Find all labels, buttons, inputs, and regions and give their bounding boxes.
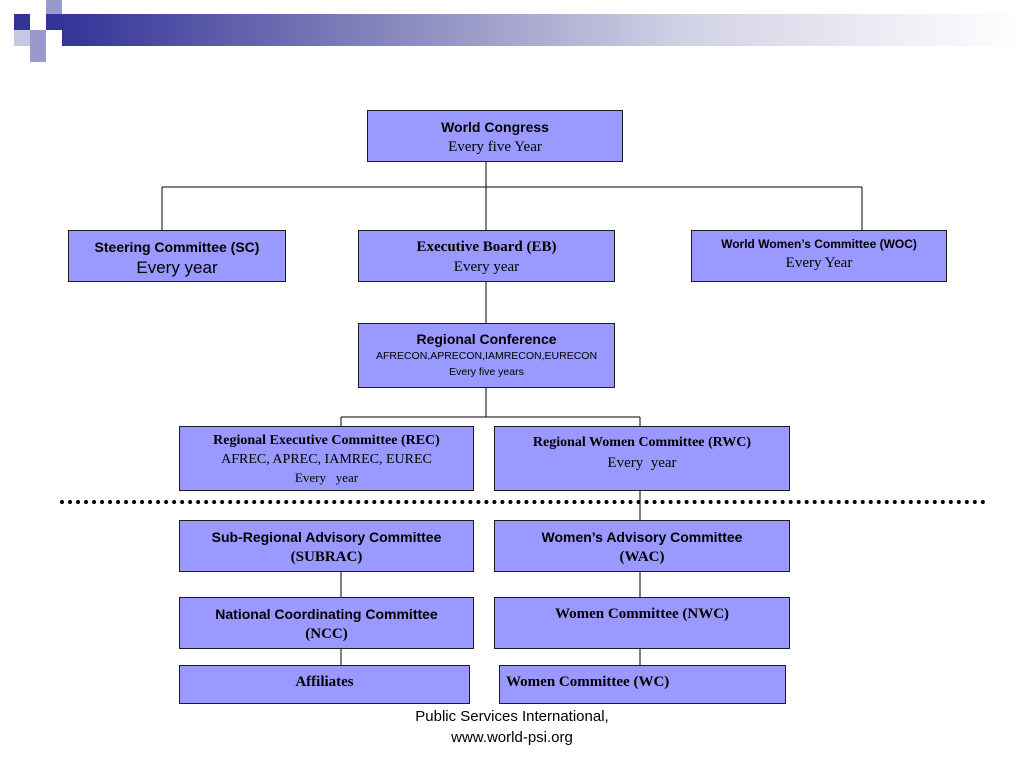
box-title: World Women’s Committee (WOC) (721, 237, 917, 251)
footer-website: www.world-psi.org (451, 729, 573, 746)
box-members: AFREC, APREC, IAMREC, EUREC (221, 452, 432, 467)
ncc-box: National Coordinating Committee (NCC) (179, 597, 474, 649)
deco-square-lavender (14, 30, 30, 46)
box-frequency: Every year (453, 259, 520, 275)
deco-square-navy (46, 14, 62, 30)
footer-organization: Public Services International, (415, 708, 609, 725)
box-title: Women Committee (NWC) (554, 606, 730, 622)
regional-executive-committee-box: Regional Executive Committee (REC) AFREC… (179, 426, 474, 491)
box-title: Women Committee (WC) (506, 674, 670, 690)
box-frequency: Every Year (785, 255, 853, 271)
box-title: Regional Women Committee (RWC) (532, 435, 752, 450)
world-congress-box: World Congress Every five Year (367, 110, 623, 162)
box-title: Regional Conference (416, 331, 557, 347)
slide-footer: Public Services International, www.world… (0, 706, 1024, 748)
box-title: Executive Board (EB) (416, 239, 557, 255)
box-title: Regional Executive Committee (REC) (213, 433, 440, 448)
box-title: Sub-Regional Advisory Committee (211, 529, 442, 545)
box-title: National Coordinating Committee (215, 606, 438, 622)
steering-committee-box: Steering Committee (SC) Every year (68, 230, 286, 282)
box-abbreviation: (WAC) (619, 549, 665, 565)
deco-square-lavender (30, 46, 46, 62)
nwc-box: Women Committee (NWC) (494, 597, 790, 649)
regional-women-committee-box: Regional Women Committee (RWC) Every yea… (494, 426, 790, 491)
box-members: AFRECON,APRECON,IAMRECON,EURECON (375, 350, 598, 362)
deco-square-lavender (46, 0, 62, 14)
subrac-box: Sub-Regional Advisory Committee (SUBRAC) (179, 520, 474, 572)
box-title: Steering Committee (SC) (94, 239, 260, 255)
box-title: Affiliates (295, 674, 354, 690)
deco-square-navy (14, 14, 30, 30)
affiliates-box: Affiliates (179, 665, 470, 704)
box-frequency: Every year (294, 470, 359, 485)
box-title: World Congress (441, 119, 549, 135)
deco-square-lavender (30, 30, 46, 46)
header-gradient-band (62, 14, 1024, 46)
executive-board-box: Executive Board (EB) Every year (358, 230, 615, 282)
box-abbreviation: (SUBRAC) (290, 549, 363, 565)
box-frequency: Every five years (449, 366, 524, 378)
wac-box: Women’s Advisory Committee (WAC) (494, 520, 790, 572)
dotted-divider (60, 500, 986, 504)
wc-box: Women Committee (WC) (499, 665, 786, 704)
box-frequency: Every five Year (448, 139, 542, 155)
box-frequency: Every year (136, 258, 218, 277)
box-abbreviation: (NCC) (305, 626, 348, 642)
regional-conference-box: Regional Conference AFRECON,APRECON,IAMR… (358, 323, 615, 388)
box-frequency: Every year (607, 455, 677, 471)
box-title: Women’s Advisory Committee (541, 529, 743, 545)
world-womens-committee-box: World Women’s Committee (WOC) Every Year (691, 230, 947, 282)
